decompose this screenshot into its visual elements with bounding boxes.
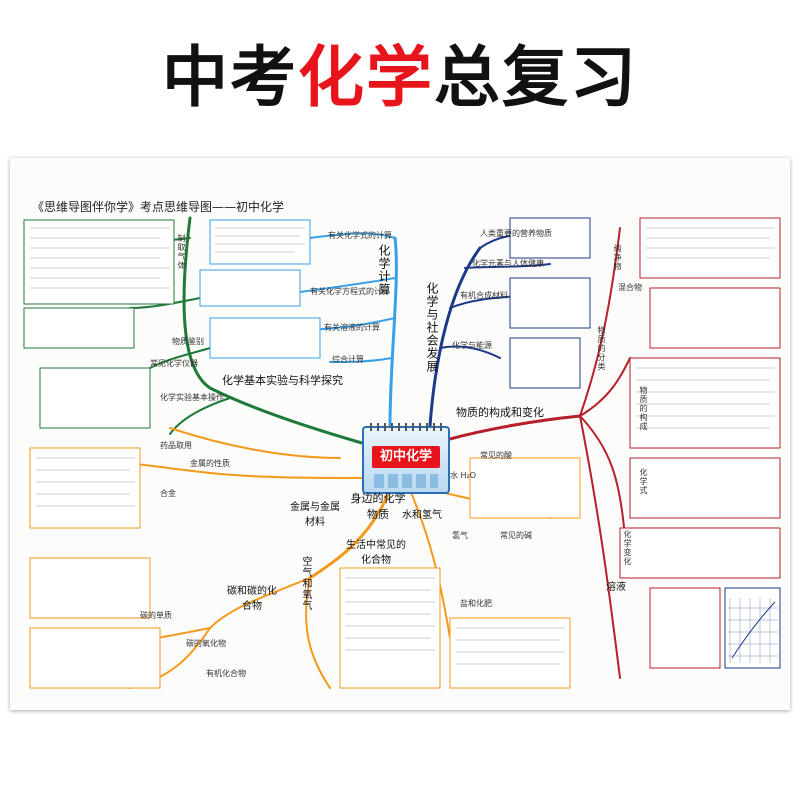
center-topic-card: 初中化学: [362, 423, 450, 494]
pure-substance-label: 纯净物: [613, 244, 622, 271]
society-item-2: 化学元素与人体健康: [472, 259, 544, 268]
branch-compounds: 生活中常见的化合物: [346, 540, 406, 566]
branch-carbon: 碳和碳的化合物: [227, 586, 277, 612]
center-topic-label: 初中化学: [372, 446, 440, 468]
branch-metals: 金属与金属材料: [290, 502, 340, 528]
poster-title: 《思维导图伴你学》考点思维导图——初中化学: [32, 200, 285, 214]
structure-item-2: 物质的构成: [639, 386, 648, 431]
branch-experiment: 化学基本实验与科学探究: [222, 374, 343, 387]
calc-item-4: 综合计算: [332, 355, 364, 364]
society-item-1: 人类重要的营养物质: [480, 229, 552, 238]
binder-rings: [370, 423, 442, 431]
calc-item-3: 有关溶液的计算: [324, 323, 380, 332]
beaker-icon: [374, 474, 438, 488]
carbon-item-3: 有机化合物: [206, 669, 246, 678]
experiment-item-4: 制取气体: [177, 234, 186, 270]
mindmap-poster: 《思维导图伴你学》考点思维导图——初中化学 初中化学 化学计算 化学与社会发展 …: [10, 158, 790, 710]
carbon-item-1: 碳的单质: [140, 611, 172, 620]
headline-part-2: 化学: [298, 39, 434, 116]
structure-item-1: 物质的分类: [597, 326, 606, 371]
structure-item-3: 化学式: [639, 468, 648, 495]
experiment-item-5: 药品取用: [160, 441, 192, 450]
substances-item-5: 盐和化肥: [460, 599, 492, 608]
branch-air: 空气和氧气: [300, 556, 311, 611]
substances-item-2: 合金: [160, 489, 176, 498]
calc-item-2: 有关化学方程式的计算: [310, 287, 390, 296]
branch-structure: 物质的构成和变化: [456, 406, 544, 419]
headline: 中考化学总复习: [0, 38, 800, 118]
branch-substances: 身边的化学物质: [350, 492, 406, 521]
structure-item-4: 化学变化: [623, 530, 632, 566]
branch-calc: 化学计算: [377, 244, 391, 296]
society-item-4: 化学与能源: [452, 341, 492, 350]
headline-part-3: 总复习: [434, 39, 638, 116]
water-formula: 水 H₂O: [450, 471, 477, 480]
carbon-item-2: 碳的氧化物: [186, 639, 226, 648]
mindmap-branches: [23, 216, 781, 689]
calc-item-1: 有关化学式的计算: [328, 231, 392, 240]
substances-item-1: 金属的性质: [190, 459, 230, 468]
branch-society: 化学与社会发展: [425, 282, 439, 373]
mixture-label: 混合物: [618, 283, 642, 292]
branch-water: 水和氢气: [402, 510, 442, 521]
experiment-item-3: 物质鉴别: [172, 337, 204, 346]
substances-item-4: 常见的碱: [500, 531, 532, 540]
experiment-item-2: 化学实验基本操作: [160, 393, 224, 402]
branch-solution: 溶液: [606, 582, 626, 593]
society-item-3: 有机合成材料: [460, 291, 508, 300]
experiment-item-1: 常见化学仪器: [150, 359, 198, 368]
hydrogen-label: 氢气: [452, 531, 468, 540]
headline-part-1: 中考: [162, 39, 298, 116]
substances-item-3: 常见的酸: [480, 451, 512, 460]
